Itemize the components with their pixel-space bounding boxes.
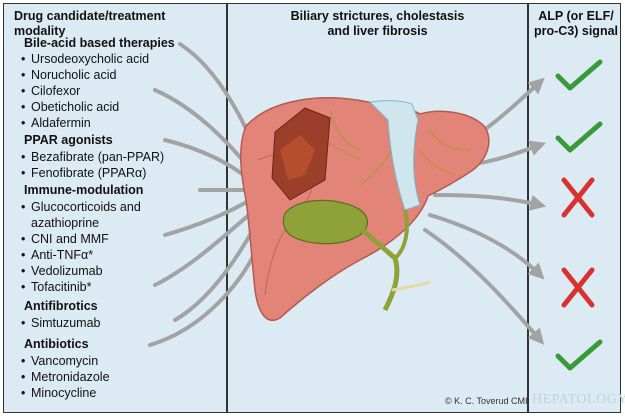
list-item: •Minocycline	[21, 386, 97, 400]
list-item: •Fenofibrate (PPARα)	[21, 166, 147, 180]
list-item: •Tofacitinib*	[21, 280, 92, 294]
list-item: •Cilofexor	[21, 84, 81, 98]
cross-icon	[561, 177, 595, 218]
list-item: •Vedolizumab	[21, 264, 103, 278]
journal-watermark: HEPATOLOGY	[532, 392, 625, 407]
list-item: •Obeticholic acid	[21, 100, 120, 114]
arrow-out-4	[428, 213, 545, 280]
arrow-immune-3	[153, 208, 257, 287]
arrow-antibiotics	[148, 228, 267, 347]
check-icon	[555, 339, 603, 371]
arrow-out-3	[433, 193, 547, 211]
arrow-out-5	[423, 228, 545, 345]
list-item: azathioprine	[31, 216, 100, 230]
check-icon	[555, 121, 603, 153]
list-item: •Vancomycin	[21, 354, 99, 368]
arrow-bile-acid-2	[153, 88, 257, 177]
cross-icon	[561, 267, 595, 308]
list-item: •Aldafermin	[21, 116, 91, 130]
header-alp-line1: ALP (or ELF/	[538, 9, 614, 23]
list-item: •Simtuzumab	[21, 316, 101, 330]
list-item: •Anti-TNFα*	[21, 248, 94, 262]
header-alp-signal: ALP (or ELF/ pro-C3) signal	[530, 9, 622, 39]
list-item: •CNI and MMF	[21, 232, 109, 246]
arrow-immune-2	[163, 198, 252, 237]
group-title-ppar: PPAR agonists	[24, 133, 113, 147]
group-title-immune: Immune-modulation	[24, 183, 144, 197]
list-item: •Norucholic acid	[21, 68, 117, 82]
header-alp-line2: pro-C3) signal	[533, 24, 619, 38]
list-item: •Ursodeoxycholic acid	[21, 52, 150, 66]
column-divider-right	[527, 3, 529, 413]
group-title-antifibrotics: Antifibrotics	[24, 299, 98, 313]
list-item: •Metronidazole	[21, 370, 110, 384]
group-title-antibiotics: Antibiotics	[24, 337, 89, 351]
arrow-ppar	[163, 138, 252, 182]
list-item: •Glucocorticoids and	[21, 200, 141, 214]
list-item: •Bezafibrate (pan-PPAR)	[21, 150, 165, 164]
header-drug-candidate: Drug candidate/treatment modality	[14, 9, 166, 38]
signal-column	[555, 59, 603, 371]
header-biliary-line1: Biliary strictures, cholestasis	[290, 9, 465, 23]
header-biliary-line2: and liver fibrosis	[327, 24, 428, 38]
group-title-bile-acid: Bile-acid based therapies	[24, 36, 175, 50]
check-icon	[555, 59, 603, 91]
header-biliary: Biliary strictures, cholestasis and live…	[240, 9, 515, 39]
liver	[239, 97, 490, 321]
column-divider-left	[226, 3, 228, 413]
illustration-credit: © K. C. Toverud CMI	[445, 396, 528, 406]
